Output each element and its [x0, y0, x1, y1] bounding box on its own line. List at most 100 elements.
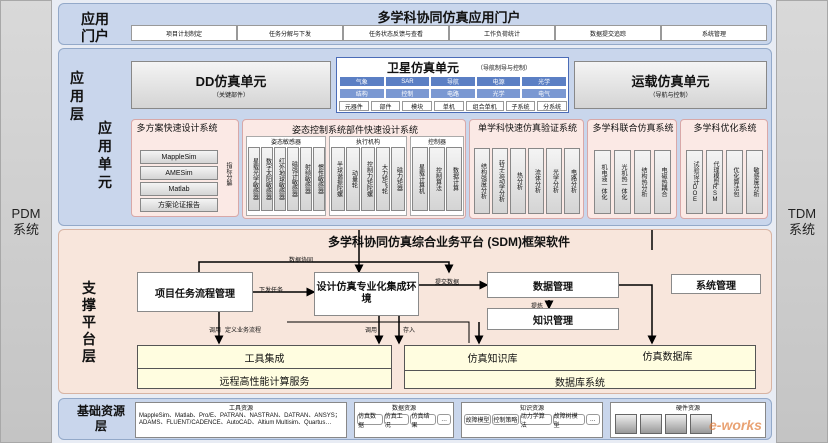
knowledge-management[interactable]: 知识管理: [487, 308, 619, 330]
portal-title: 多学科协同仿真应用门户: [377, 10, 521, 25]
actuator-item: 控制力矩陀螺: [361, 147, 375, 211]
sensor-item: 星载光学敏感器: [248, 147, 260, 211]
satellite-level: 元器件: [339, 101, 369, 111]
server-icon: [615, 414, 637, 434]
satellite-cell: 结构: [339, 88, 385, 99]
knowledge-resources: 知识资源 故障模型 控制策略 动力学算法 故障树模型 …: [461, 402, 603, 438]
portal-tab[interactable]: 数据提交追踪: [555, 25, 661, 41]
satellite-cell: 光学: [475, 88, 522, 99]
extract-label: 提炼: [531, 304, 544, 310]
satellite-row-2: 结构 控制 电路 光学 电气: [339, 88, 567, 99]
call-label-2: 调用: [365, 328, 378, 334]
tool-resources-list: MappleSim、Matlab、Pro/E、PATRAN、NASTRAN、DA…: [139, 413, 341, 426]
opt-title: 多学科优化系统: [693, 123, 757, 133]
attitude-title: 姿态控制系统部件快速设计系统: [291, 125, 418, 135]
knowledge-resource-item: 动力学算法: [519, 414, 552, 429]
portal-tab[interactable]: 任务分解与下发: [237, 25, 343, 41]
portal-tab[interactable]: 项目计划制定: [131, 25, 237, 41]
dd-sim-title: DD仿真单元: [195, 74, 267, 89]
task-flow-management[interactable]: 项目任务流程管理: [137, 272, 253, 312]
data-resource-item: 仿真数据: [357, 414, 383, 429]
controller-item: 星载计算机: [412, 147, 428, 211]
satellite-cell: 气象: [339, 76, 385, 87]
store-label: 存入: [403, 328, 416, 334]
server-icon: [640, 414, 662, 434]
satellite-cell: SAR: [384, 76, 431, 87]
hardware-resources: 硬件资源: [610, 402, 766, 438]
database-system: 数据库系统: [555, 378, 605, 389]
satellite-sim-sub: （导航制导与控制）: [477, 66, 532, 72]
sensor-group: 姿态敏感器 星载光学敏感器 数字太阳敏感器 红外地球敏感器 磁强计敏感器 射频敏…: [246, 136, 326, 216]
single-item: 流体分析: [528, 148, 544, 214]
sensor-item: 红外地球敏感器: [274, 147, 286, 211]
satellite-level: 组合单机: [465, 101, 504, 111]
sdm-title: 多学科协同仿真综合业务平台 (SDM)框架软件: [328, 235, 570, 249]
portal-tab[interactable]: 工作负荷统计: [449, 25, 555, 41]
tdm-system-label: TDM 系统: [776, 0, 828, 443]
hpc-service: 远程高性能计算服务: [219, 377, 310, 388]
joint-sim-system[interactable]: 多学科联合仿真系统 机电液一体化 光机热一体化 结构热分析 电磁热耦合: [587, 119, 677, 219]
opt-item: 敏感度分析: [746, 150, 763, 214]
tool-integration-block[interactable]: 工具集成 远程高性能计算服务: [137, 345, 392, 389]
attitude-control-system[interactable]: 姿态控制系统部件快速设计系统 姿态敏感器 星载光学敏感器 数字太阳敏感器 红外地…: [242, 119, 466, 219]
joint-item: 电磁热耦合: [654, 150, 671, 214]
data-resource-item: 仿真工况: [383, 414, 410, 429]
integrated-env[interactable]: 设计仿真专业化集成环境: [314, 272, 419, 316]
satellite-row-3: 元器件 部件 模块 单机 组合单机 子系统 分系统: [339, 101, 567, 111]
portal-tab[interactable]: 系统管理: [661, 25, 767, 41]
single-item: 结构强度分析: [474, 148, 490, 214]
single-title: 单学科快速仿真验证系统: [477, 123, 577, 133]
data-management[interactable]: 数据管理: [487, 272, 619, 298]
actuator-item: 动量轮: [346, 147, 360, 211]
tool-resources-title: 工具资源: [228, 406, 253, 412]
base-layer-label: 基础资源层: [77, 404, 126, 433]
application-layer-label: 应用层: [70, 70, 84, 122]
portal-tab[interactable]: 任务状态反馈与查看: [343, 25, 449, 41]
tool-resources: 工具资源 MappleSim、Matlab、Pro/E、PATRAN、NASTR…: [135, 402, 347, 438]
actuator-group: 执行机构 半球谐振陀螺 动量轮 控制力矩陀螺 大力矩飞轮 磁力矩器: [329, 136, 407, 216]
single-discipline-system[interactable]: 单学科快速仿真验证系统 结构强度分析 转子运动学分析 热分析 流体分析 光学分析…: [469, 119, 584, 219]
sensor-item: 射频敏感器: [300, 147, 312, 211]
optimization-system[interactable]: 多学科优化系统 试验设计DOE 代理模型RSM 优化算法包 敏感度分析: [680, 119, 768, 219]
carrier-sim-unit[interactable]: 运载仿真单元 （导航与控制）: [574, 61, 767, 109]
satellite-cell: 光学: [521, 76, 567, 87]
data-resources-title: 数据资源: [391, 406, 416, 412]
satellite-level: 单机: [434, 101, 464, 111]
quick-item: MappleSim: [140, 150, 218, 164]
knowledge-resource-item: 故障模型: [464, 414, 491, 425]
quick-item: 方案论证报告: [140, 198, 218, 212]
single-item: 电路分析: [564, 148, 580, 214]
pdm-system-label: PDM 系统: [0, 0, 52, 443]
dd-sim-unit[interactable]: DD仿真单元 （关键部件）: [131, 61, 331, 109]
satellite-sim-unit[interactable]: 卫星仿真单元 （导航制导与控制） 气象 SAR 导航 电源 光学 结构 控制 电…: [336, 57, 569, 113]
carrier-sim-sub: （导航与控制）: [649, 93, 692, 99]
satellite-level: 部件: [370, 101, 401, 111]
tool-integration: 工具集成: [244, 354, 285, 365]
quick-design-system[interactable]: 多方案快速设计系统 MappleSim AMESim Matlab 方案论证报告…: [131, 119, 239, 217]
knowledge-resource-item: 控制策略: [491, 414, 519, 425]
database-system-block[interactable]: 仿真知识库 仿真数据库 数据库系统: [404, 345, 756, 389]
actuator-item: 磁力矩器: [391, 147, 405, 211]
satellite-cell: 电路: [430, 88, 476, 99]
single-item: 转子运动学分析: [492, 148, 508, 214]
joint-title: 多学科联合仿真系统: [592, 123, 674, 133]
actuator-title: 执行机构: [355, 140, 380, 146]
single-item: 热分析: [510, 148, 526, 214]
controller-item: 控制算法: [429, 147, 445, 211]
satellite-cell: 电气: [521, 88, 567, 99]
sim-database: 仿真数据库: [642, 352, 693, 363]
support-connectors: [198, 230, 657, 345]
satellite-cell: 控制: [384, 88, 431, 99]
carrier-sim-title: 运载仿真单元: [631, 74, 710, 89]
sensor-item: 数字太阳敏感器: [261, 147, 273, 211]
base-resource-layer: 基础资源层 工具资源 MappleSim、Matlab、Pro/E、PATRAN…: [58, 398, 772, 440]
issue-task-label: 下发任务: [259, 288, 284, 294]
system-management[interactable]: 系统管理: [671, 274, 761, 294]
watermark: e-works: [709, 417, 762, 433]
satellite-level: 分系统: [537, 101, 567, 111]
knowledge-resource-item: …: [585, 414, 600, 425]
opt-item: 代理模型RSM: [706, 150, 723, 214]
submit-data-label: 提交数据: [435, 280, 460, 286]
application-layer: 应用层 应用单元 DD仿真单元 （关键部件） 卫星仿真单元 （导航制导与控制） …: [58, 48, 772, 226]
portal-tabs: 项目计划制定 任务分解与下发 任务状态反馈与查看 工作负荷统计 数据提交追踪 系…: [131, 25, 767, 41]
